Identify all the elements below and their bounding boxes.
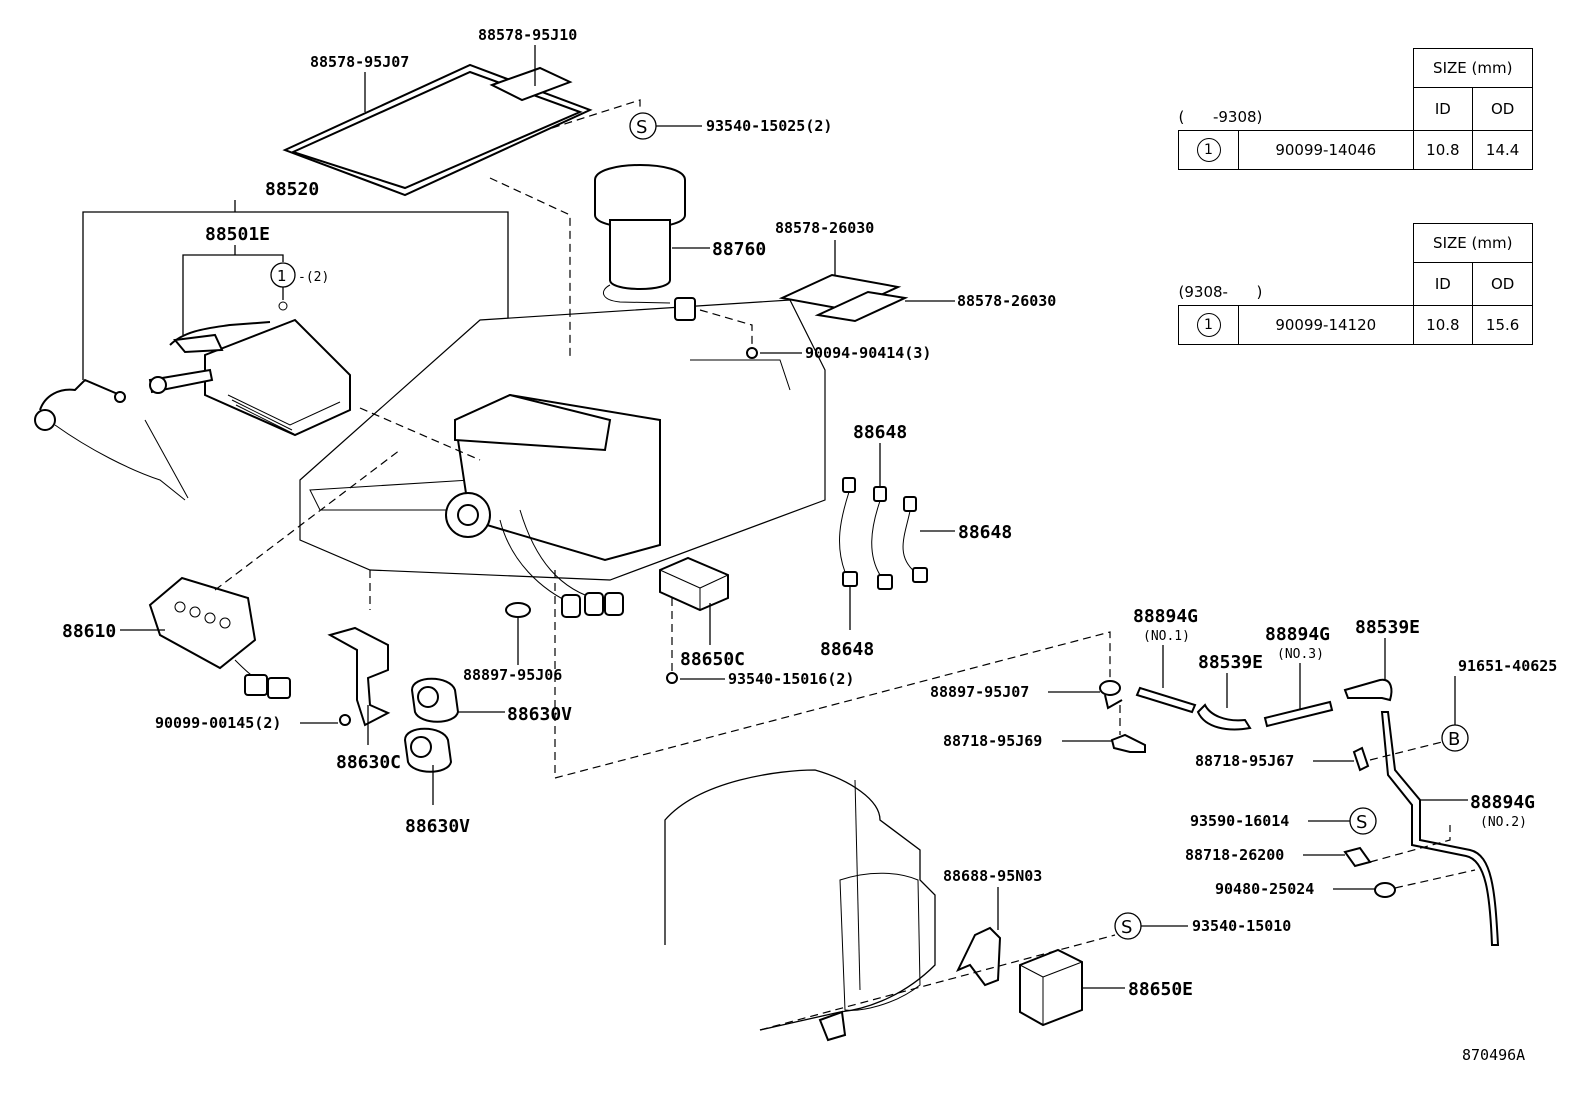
- label-88630c: 88630C: [336, 752, 401, 773]
- relay-88650c-drawing: [659, 556, 729, 612]
- s-symbol-letter: S: [1356, 812, 1367, 833]
- label-88650e: 88650E: [1128, 979, 1193, 1000]
- valves-88630v-drawing: [403, 677, 460, 773]
- harness-88648-drawing: [838, 477, 928, 590]
- label-93540-15025: 93540-15025(2): [706, 117, 832, 135]
- diagram-id: 870496A: [1462, 1046, 1525, 1064]
- label-90480-25024: 90480-25024: [1215, 880, 1314, 898]
- ring-symbol: 1: [1178, 129, 1239, 170]
- label-91651-40625: 91651-40625: [1458, 657, 1557, 675]
- label-88539e-a: 88539E: [1198, 652, 1263, 673]
- screw-drawing: [746, 347, 758, 359]
- bracket-88520: [82, 211, 509, 400]
- s-symbol-letter: S: [636, 117, 647, 138]
- dashed-guide: [1394, 869, 1476, 889]
- s-symbol-circle: [1349, 807, 1377, 835]
- od-value: 15.6: [1472, 304, 1533, 345]
- label-88894g-no2-sub: (NO.2): [1480, 815, 1527, 830]
- label-88718-95j69: 88718-95J69: [943, 732, 1042, 750]
- dashed-guide: [489, 177, 571, 360]
- label-88648-right: 88648: [958, 522, 1012, 543]
- label-88894g-no1: 88894G: [1133, 606, 1198, 627]
- label-93590-16014: 93590-16014: [1190, 812, 1289, 830]
- id-value: 10.8: [1412, 129, 1474, 170]
- bracket-88630c-drawing: [327, 626, 391, 727]
- evaporator-drawing: [148, 318, 351, 437]
- dashed-guide: [359, 407, 481, 461]
- ring-symbol: 1: [1178, 304, 1239, 345]
- ring-drawing: [278, 301, 288, 311]
- label-88578-95j10: 88578-95J10: [478, 26, 577, 44]
- screw-drawing: [339, 714, 351, 726]
- label-88718-26200: 88718-26200: [1185, 846, 1284, 864]
- thermistor-drawing: [34, 378, 189, 501]
- label-88578-26030-a: 88578-26030: [775, 219, 874, 237]
- period-note: (9308- ): [1178, 262, 1414, 306]
- label-88578-95j07: 88578-95J07: [310, 53, 409, 71]
- label-90094-90414: 90094-90414(3): [805, 344, 931, 362]
- size-header: SIZE (mm): [1412, 48, 1533, 88]
- period-note: ( -9308): [1178, 87, 1414, 131]
- label-88894g-no3-sub: (NO.3): [1277, 647, 1324, 662]
- od-value: 14.4: [1472, 129, 1533, 170]
- part-number: 90099-14046: [1238, 129, 1414, 170]
- label-88630v-a: 88630V: [507, 704, 572, 725]
- seal-26030-drawing: [778, 273, 909, 323]
- lower-housing-drawing: [664, 769, 936, 1042]
- od-col-header: OD: [1472, 262, 1533, 306]
- label-88501e: 88501E: [205, 224, 270, 245]
- s-symbol-letter: S: [1121, 917, 1132, 938]
- size-table-2: SIZE (mm) (9308- ) ID OD 1 90099-14120 1…: [1178, 223, 1533, 345]
- label-88520: 88520: [265, 179, 319, 200]
- dashed-guide: [699, 309, 753, 345]
- label-ring-qty: -(2): [298, 270, 329, 285]
- grommet-25024-drawing: [1374, 882, 1396, 898]
- control-panel-88610-drawing: [148, 576, 291, 699]
- part-number: 90099-14120: [1238, 304, 1414, 345]
- label-88648-bottom: 88648: [820, 639, 874, 660]
- dashed-guide: [1369, 825, 1451, 863]
- dashed-guide: [554, 570, 1111, 779]
- od-col-header: OD: [1472, 87, 1533, 131]
- label-88894g-no3: 88894G: [1265, 624, 1330, 645]
- screw-drawing: [666, 672, 678, 684]
- module-88650e-drawing: [1019, 948, 1083, 1027]
- label-88578-26030-b: 88578-26030: [957, 292, 1056, 310]
- ring-symbol-number: 1: [277, 267, 287, 285]
- size-table-1: SIZE (mm) ( -9308) ID OD 1 90099-14046 1…: [1178, 48, 1533, 170]
- label-88718-95j67: 88718-95J67: [1195, 752, 1294, 770]
- id-value: 10.8: [1412, 304, 1474, 345]
- label-88648-top: 88648: [853, 422, 907, 443]
- label-93540-15010: 93540-15010: [1192, 917, 1291, 935]
- dashed-guide: [1369, 741, 1443, 761]
- b-symbol-letter: B: [1448, 729, 1460, 750]
- label-88897-95j07: 88897-95J07: [930, 683, 1029, 701]
- label-88760: 88760: [712, 239, 766, 260]
- label-88650c: 88650C: [680, 649, 745, 670]
- label-93540-15016: 93540-15016(2): [728, 670, 854, 688]
- grommet-drawing: [505, 602, 531, 618]
- label-88897-95j06: 88897-95J06: [463, 666, 562, 684]
- blower-unit-drawing: [299, 299, 826, 618]
- motor-88760-drawing: [594, 164, 696, 321]
- bracket-95n03-drawing: [955, 926, 1002, 987]
- label-88610: 88610: [62, 621, 116, 642]
- clamp-26200-drawing: [1343, 846, 1372, 868]
- label-88894g-no2: 88894G: [1470, 792, 1535, 813]
- label-90099-00145: 90099-00145(2): [155, 714, 281, 732]
- clamp-95j67-drawing: [1352, 746, 1370, 772]
- label-88539e-b: 88539E: [1355, 617, 1420, 638]
- seal-frame-drawing: [282, 63, 593, 197]
- clamp-95j69-drawing: [1110, 733, 1146, 753]
- b-symbol-circle: [1441, 724, 1469, 752]
- label-88630v-b: 88630V: [405, 816, 470, 837]
- size-header: SIZE (mm): [1412, 223, 1533, 263]
- bracket-88501e: [182, 254, 284, 335]
- dashed-guide: [551, 99, 641, 129]
- label-88688-95n03: 88688-95N03: [943, 867, 1042, 885]
- drain-hose-drawing: [1099, 678, 1500, 946]
- label-88894g-no1-sub: (NO.1): [1143, 629, 1190, 644]
